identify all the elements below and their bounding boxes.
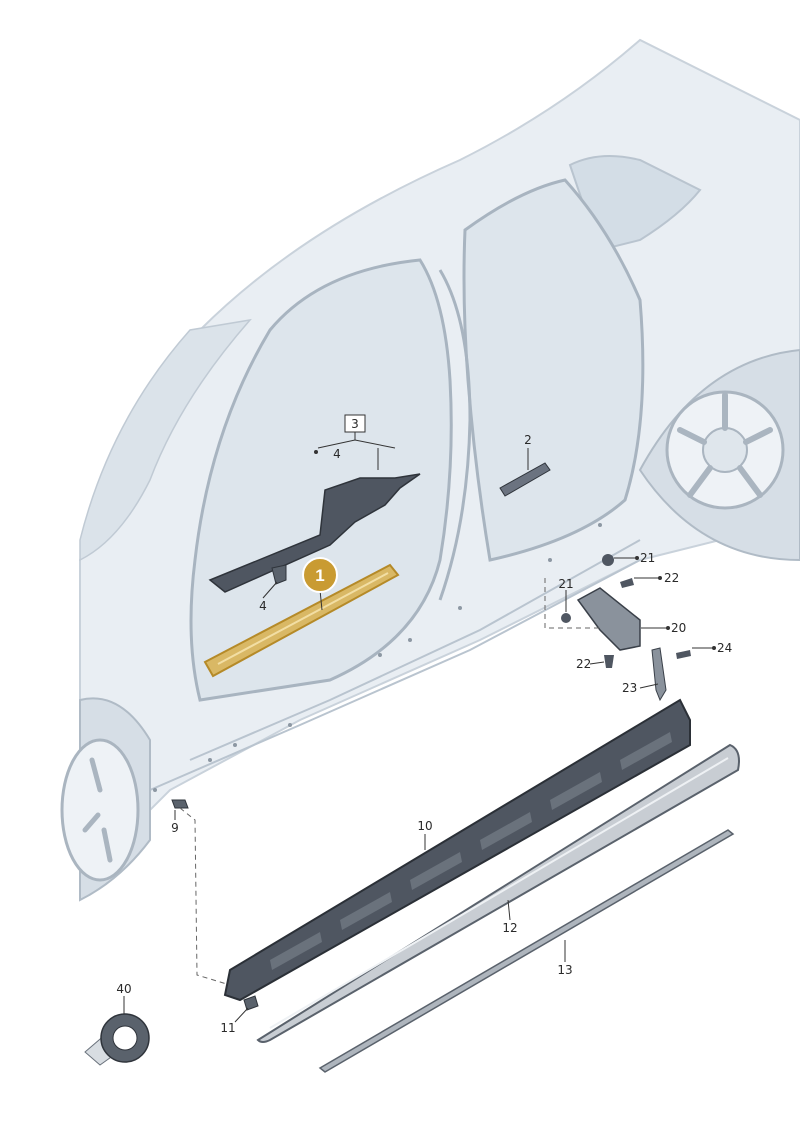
label-3: 3 (351, 417, 359, 431)
callout-labels: 3 4 2 4 21 22 21 20 22 24 23 9 10 12 13 … (116, 414, 732, 1035)
label-4-bottom: 4 (259, 599, 267, 613)
clip-part-11 (243, 995, 259, 1011)
leader-lines (123, 432, 714, 1023)
label-21-top: 21 (640, 551, 655, 565)
label-40: 40 (116, 982, 131, 996)
car-roof (79, 318, 252, 562)
bolt-part-22-right (620, 578, 634, 588)
highlight-badge-circle[interactable] (302, 557, 338, 593)
trim-panel-part-3 (208, 473, 421, 593)
leader-arrowheads (314, 450, 716, 650)
sill-line (149, 559, 641, 791)
screw-part-24 (676, 650, 691, 659)
label-9: 9 (171, 821, 179, 835)
front-door-opening (189, 258, 453, 702)
label-22-right: 22 (664, 571, 679, 585)
label-23: 23 (622, 681, 637, 695)
bracket-dash-box (544, 578, 600, 629)
front-wheel (60, 697, 151, 902)
clip-part-4 (271, 564, 287, 585)
highlight-badge-label: 1 (315, 566, 324, 585)
plug-part-9 (171, 799, 189, 809)
plug-dash-line (179, 807, 231, 986)
label-2: 2 (524, 433, 532, 447)
label-24: 24 (717, 641, 732, 655)
strap-part-23 (651, 647, 667, 702)
bolt-part-22-bottom (604, 655, 614, 668)
label-4-top: 4 (333, 447, 341, 461)
highlight-badge[interactable]: 1 (302, 557, 338, 593)
label-13: 13 (557, 963, 572, 977)
label-3-box (344, 414, 366, 433)
b-pillar (438, 269, 472, 601)
label-11: 11 (220, 1021, 235, 1035)
bracket-part-20 (576, 587, 641, 651)
label-21-left: 21 (558, 577, 573, 591)
bracket-assembly (544, 554, 691, 702)
label-10: 10 (417, 819, 432, 833)
nut-part-21-left (561, 613, 571, 623)
sill-line-lower (189, 539, 641, 761)
nut-part-21-top (602, 554, 614, 566)
car-body (60, 38, 800, 902)
rear-wheel (638, 348, 800, 562)
label-12: 12 (502, 921, 517, 935)
rear-sill-plate-part-2 (499, 462, 551, 497)
trim-strip-part-13 (318, 829, 735, 1073)
tape-roll-part-40 (84, 1013, 150, 1066)
label-22-bottom: 22 (576, 657, 591, 671)
body-fastener-dots (153, 523, 602, 792)
sill-carrier-slots (270, 732, 672, 970)
label-20: 20 (671, 621, 686, 635)
